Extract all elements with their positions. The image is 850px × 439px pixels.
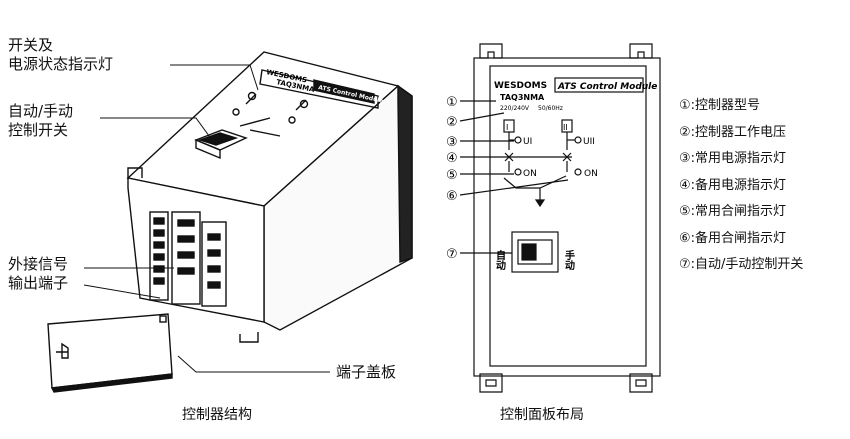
label-terminal-cover: 端子盖板 bbox=[336, 363, 397, 381]
marker-5: ⑤ bbox=[446, 168, 458, 183]
body-indicator-3 bbox=[232, 108, 240, 116]
label-external-terminal-line2: 输出端子 bbox=[8, 274, 69, 292]
leader-marker-6 bbox=[459, 179, 569, 196]
panel-switch-inner bbox=[517, 239, 553, 265]
marker-3: ③ bbox=[446, 135, 458, 150]
body-indicator-4 bbox=[288, 116, 296, 124]
panel-module-text: ATS Control Module bbox=[557, 82, 657, 92]
body-switch-knob bbox=[197, 132, 239, 146]
legend: ①:控制器型号 ②:控制器工作电压 ③:常用电源指示灯 ④:备用电源指示灯 ⑤:… bbox=[679, 93, 803, 279]
leader-auto-manual bbox=[100, 117, 213, 141]
terminal-pins bbox=[153, 217, 221, 289]
switch-auto-label: 自动 bbox=[494, 249, 506, 271]
label-external-terminal: 外接信号 输出端子 bbox=[8, 255, 68, 293]
on-right-label: ON bbox=[584, 169, 598, 179]
panel-frame bbox=[473, 57, 661, 377]
body-indicator-1 bbox=[247, 91, 257, 101]
transfer-arrow bbox=[534, 199, 546, 208]
source-1-box-label: I bbox=[506, 123, 508, 132]
marker-6: ⑥ bbox=[446, 189, 458, 204]
controller-body-drawing bbox=[47, 51, 413, 393]
terminal-cover-screw bbox=[159, 315, 167, 323]
leader-terminal-output bbox=[83, 284, 161, 299]
marker-4: ④ bbox=[446, 151, 458, 166]
terminal-cover-edge bbox=[50, 373, 173, 393]
panel-tab-bottom-left bbox=[479, 373, 503, 393]
label-auto-manual-line2: 控制开关 bbox=[8, 121, 69, 139]
panel-frequency: 50/60Hz bbox=[538, 105, 563, 112]
legend-item-6: ⑥:备用合闸指示灯 bbox=[679, 230, 787, 246]
caption-controller-structure: 控制器结构 bbox=[182, 407, 252, 423]
label-power-indicator-line2: 电源状态指示灯 bbox=[8, 55, 114, 73]
body-switch-side bbox=[195, 138, 221, 160]
legend-item-7: ⑦:自动/手动控制开关 bbox=[679, 257, 804, 272]
label-power-indicator: 开关及 电源状态指示灯 bbox=[8, 36, 113, 74]
leader-marker-2 bbox=[459, 112, 505, 122]
label-auto-manual-line1: 自动/手动 bbox=[8, 102, 74, 120]
panel-drawing bbox=[459, 43, 661, 393]
panel-tab-bottom-right bbox=[629, 373, 653, 393]
panel-module-box bbox=[554, 77, 644, 93]
switch-manual-label: 手动 bbox=[563, 249, 575, 271]
legend-item-5: ⑤:常用合闸指示灯 bbox=[679, 204, 787, 219]
body-module-plate bbox=[313, 79, 375, 104]
legend-item-2: ②:控制器工作电压 bbox=[679, 124, 787, 140]
panel-brand: WESDOMS bbox=[494, 81, 547, 91]
indicator-source-2 bbox=[574, 136, 582, 144]
leader-power-indicator bbox=[170, 64, 259, 91]
label-external-terminal-line1: 外接信号 bbox=[8, 255, 69, 273]
body-indicator-2 bbox=[299, 99, 309, 109]
panel-switch-knob bbox=[521, 243, 537, 261]
body-mount-feet bbox=[127, 167, 259, 343]
body-edge-shadow bbox=[397, 84, 413, 263]
panel-switch-frame bbox=[511, 231, 559, 273]
marker-7: ⑦ bbox=[446, 247, 458, 262]
body-indicator-lines bbox=[239, 93, 307, 137]
marker-1: ① bbox=[446, 95, 458, 110]
panel-tab-top-right bbox=[629, 43, 653, 59]
panel-model: TAQ3NMA bbox=[500, 93, 545, 102]
panel-tab-top-left bbox=[479, 43, 503, 59]
source-2-box-label: II bbox=[563, 123, 568, 132]
left-leader-lines bbox=[83, 64, 330, 373]
panel-voltage: 220/240V bbox=[500, 105, 530, 112]
source-1-label: UI bbox=[523, 137, 532, 147]
indicator-source-1 bbox=[514, 136, 522, 144]
panel-board bbox=[489, 65, 647, 367]
leader-terminal-cover bbox=[177, 355, 330, 373]
indicator-on-2 bbox=[574, 168, 582, 176]
legend-item-4: ④:备用电源指示灯 bbox=[679, 177, 787, 193]
label-power-indicator-line1: 开关及 bbox=[8, 36, 54, 54]
legend-item-1: ①:控制器型号 bbox=[679, 98, 761, 113]
source-2-label: UII bbox=[583, 137, 595, 147]
label-auto-manual: 自动/手动 控制开关 bbox=[8, 102, 73, 140]
legend-item-3: ③:常用电源指示灯 bbox=[679, 151, 787, 166]
terminal-cover-handle bbox=[56, 342, 69, 359]
caption-panel-layout: 控制面板布局 bbox=[500, 407, 584, 423]
indicator-on-1 bbox=[514, 168, 522, 176]
on-left-label: ON bbox=[523, 169, 537, 179]
marker-2: ② bbox=[446, 115, 458, 130]
